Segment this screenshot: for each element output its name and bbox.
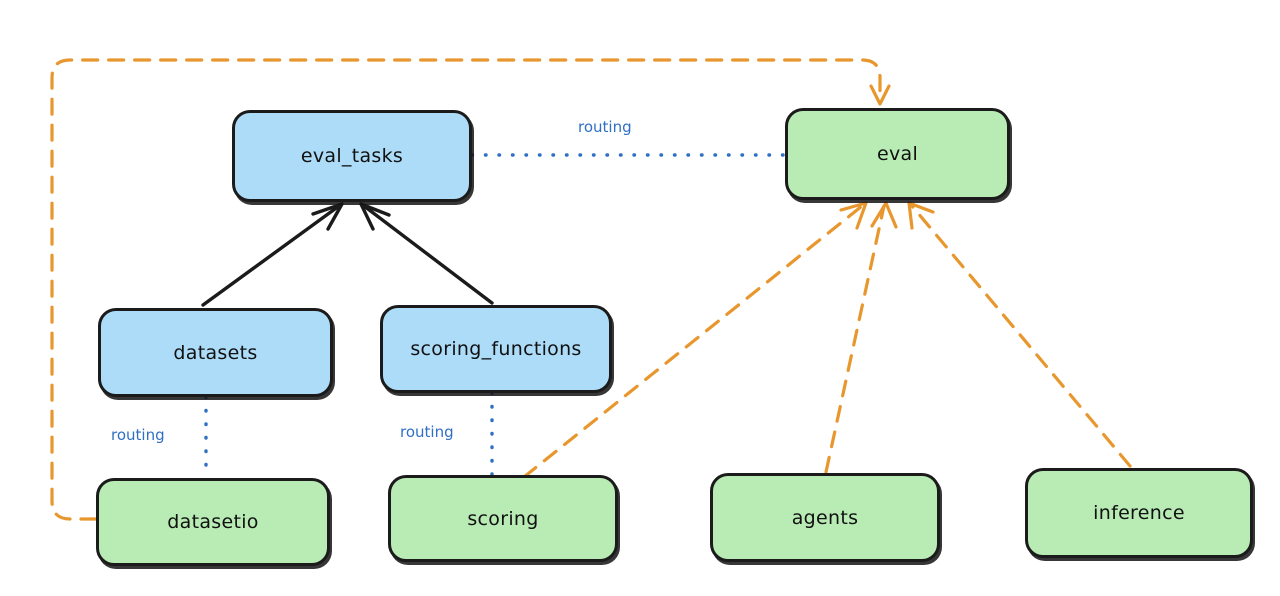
edge-datasetio-eval xyxy=(50,58,891,521)
node-scoring[interactable]: scoring xyxy=(388,475,618,562)
node-label-datasets: datasets xyxy=(173,341,258,364)
edge-label-routing-scoring-functions-scoring: routing xyxy=(400,423,454,441)
node-label-scoring: scoring xyxy=(467,507,539,530)
node-label-agents: agents xyxy=(791,506,859,529)
node-inference[interactable]: inference xyxy=(1025,468,1253,558)
edge-label-routing-eval-tasks-eval: routing xyxy=(578,118,632,136)
node-label-eval-tasks: eval_tasks xyxy=(300,145,404,167)
edge-agents-eval xyxy=(824,201,898,474)
node-label-eval: eval xyxy=(876,143,919,165)
node-scoring-functions[interactable]: scoring_functions xyxy=(380,305,612,393)
edge-label-routing-datasets-datasetio: routing xyxy=(111,426,165,444)
node-label-datasetio: datasetio xyxy=(167,511,259,533)
edge-inference-eval xyxy=(907,201,1132,468)
node-eval-tasks[interactable]: eval_tasks xyxy=(232,110,472,202)
node-label-inference: inference xyxy=(1093,502,1185,524)
edge-datasets-eval_tasks xyxy=(201,202,344,307)
node-agents[interactable]: agents xyxy=(710,473,940,562)
node-eval[interactable]: eval xyxy=(785,108,1010,200)
node-datasets[interactable]: datasets xyxy=(98,308,333,397)
node-label-scoring-functions: scoring_functions xyxy=(410,338,582,360)
edge-scoringfn-eval_tasks xyxy=(359,202,494,305)
node-datasetio[interactable]: datasetio xyxy=(96,478,330,566)
edge-scoring-eval xyxy=(522,201,868,479)
